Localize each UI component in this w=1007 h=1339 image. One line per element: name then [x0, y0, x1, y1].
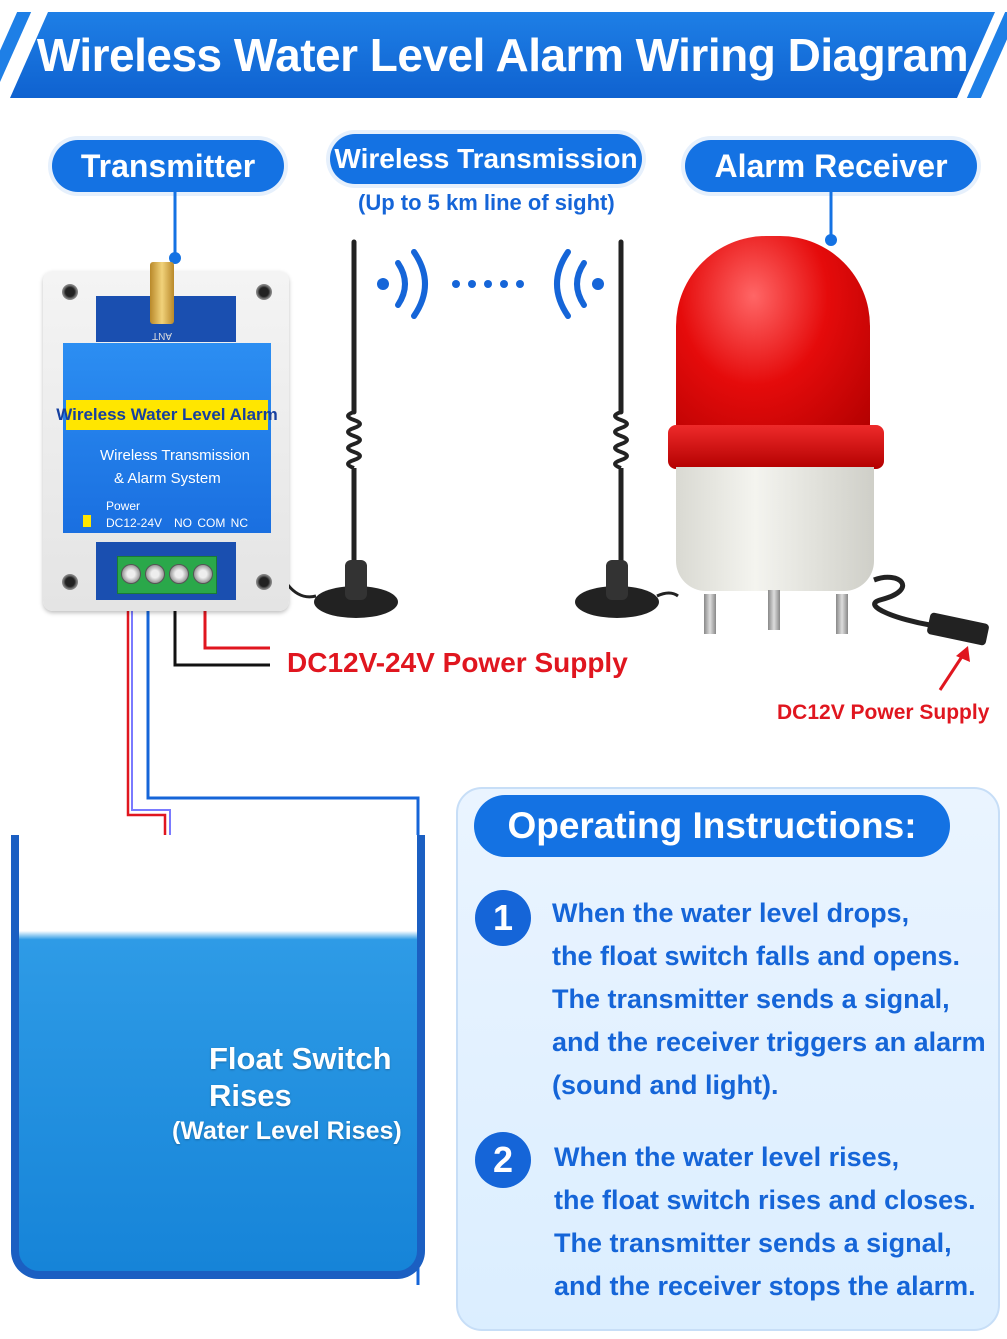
step-line: When the water level rises, — [554, 1142, 900, 1172]
alarm-receiver-label: Alarm Receiver — [685, 140, 977, 192]
step-line: (sound and light). — [552, 1070, 779, 1100]
mount-bolt-icon — [836, 594, 848, 634]
step-line: The transmitter sends a signal, — [554, 1228, 952, 1258]
step-number-badge: 2 — [475, 1132, 531, 1188]
voltage-label: DC12-24V — [106, 516, 163, 530]
step-1-text: When the water level drops, the float sw… — [552, 892, 986, 1107]
title-banner: Wireless Water Level Alarm Wiring Diagra… — [10, 12, 995, 98]
receiver-power-label: DC12V Power Supply — [777, 701, 990, 724]
wireless-range-note: (Up to 5 km line of sight) — [358, 190, 615, 215]
instructions-heading: Operating Instructions: — [474, 795, 950, 857]
instructions-panel — [456, 787, 1000, 1331]
step-line: the float switch rises and closes. — [554, 1185, 976, 1215]
page-title: Wireless Water Level Alarm Wiring Diagra… — [36, 29, 969, 81]
device-description-line1: Wireless Transmission — [100, 447, 251, 464]
step-line: When the water level drops, — [552, 898, 910, 928]
terminal-screw-icon — [169, 564, 189, 584]
device-description-line2: & Alarm System — [114, 470, 221, 487]
terminal-screw-icon — [193, 564, 213, 584]
transmitter-label-panel — [63, 343, 271, 533]
step-number-badge: 1 — [475, 890, 531, 946]
mount-hole-icon — [62, 284, 78, 300]
step-line: and the receiver stops the alarm. — [554, 1271, 976, 1301]
mount-hole-icon — [62, 574, 78, 590]
step-line: and the receiver triggers an alarm — [552, 1027, 986, 1057]
float-caption-line2: Rises — [209, 1078, 292, 1113]
power-led-icon — [83, 515, 91, 527]
step-line: The transmitter sends a signal, — [552, 984, 950, 1014]
alarm-light-ring — [668, 425, 884, 469]
water-tank — [11, 835, 425, 1279]
wireless-signal-icon — [377, 249, 604, 319]
receiver-antenna — [575, 239, 679, 618]
mount-hole-icon — [256, 574, 272, 590]
float-caption-line1: Float Switch — [209, 1041, 392, 1076]
transmitter-antenna — [286, 239, 398, 618]
mount-bolt-icon — [768, 590, 780, 630]
step-2-text: When the water level rises, the float sw… — [554, 1136, 976, 1308]
antenna-connector — [150, 262, 174, 324]
receiver-power-cable — [872, 574, 989, 691]
mount-bolt-icon — [704, 594, 716, 634]
terminal-labels: NO COM NC — [174, 516, 248, 530]
mount-hole-icon — [256, 284, 272, 300]
transmitter-pointer-dot — [169, 252, 181, 264]
receiver-pointer-dot — [825, 234, 837, 246]
transmitter-power-label: DC12V-24V Power Supply — [287, 647, 628, 678]
power-indicator-label: Power — [106, 499, 141, 513]
terminal-screw-icon — [121, 564, 141, 584]
antenna-port-label: ANT — [152, 330, 172, 341]
alarm-light-base — [676, 467, 874, 591]
step-line: the float switch falls and opens. — [552, 941, 961, 971]
float-caption-line3: (Water Level Rises) — [172, 1117, 402, 1145]
terminal-screw-icon — [145, 564, 165, 584]
transmitter-label: Transmitter — [52, 140, 284, 192]
alarm-light-dome — [676, 236, 870, 436]
device-name-strip: Wireless Water Level Alarm — [56, 400, 278, 430]
wireless-transmission-label: Wireless Transmission — [330, 134, 642, 184]
